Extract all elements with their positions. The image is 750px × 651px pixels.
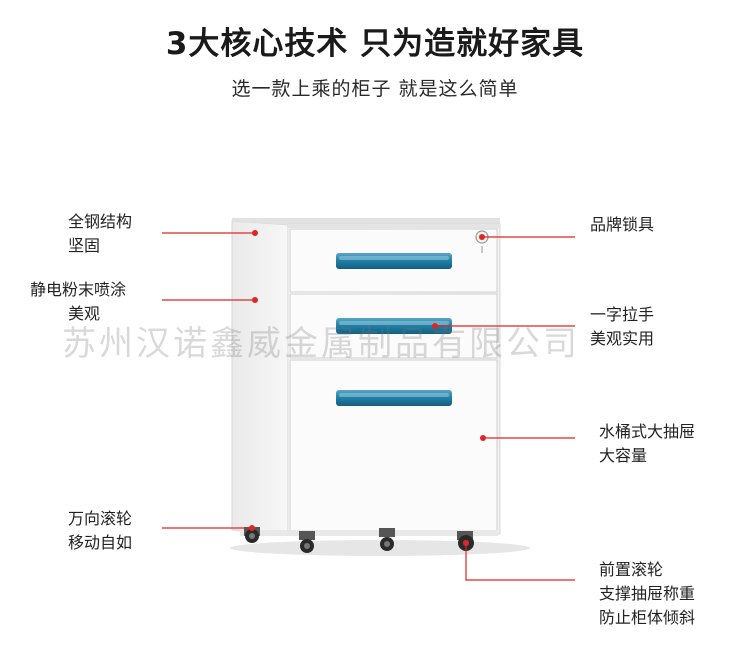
feature-file-drawer-line1: 水桶式大抽屉 [599,422,696,441]
feature-brand-lock: 品牌锁具 [590,213,654,237]
feature-casters-line2: 移动自如 [68,533,133,552]
drawer-top [289,228,498,293]
floor-shadow [230,540,530,556]
feature-handle-line2: 美观实用 [590,329,655,348]
cabinet-base [240,530,498,536]
company-watermark: 苏州汉诺鑫威金属制品有限公司 [62,324,580,364]
feature-powder-coating-line1: 静电粉末喷涂 [30,280,127,299]
caster-rear-left [244,527,260,543]
feature-front-caster-line3: 防止柜体倾斜 [599,608,696,627]
callout-lines [162,230,575,581]
feature-steel-frame: 全钢结构 坚固 [68,210,132,258]
feature-front-caster-line2: 支撑抽屉称重 [599,584,696,603]
handle-top [336,253,452,269]
feature-powder-coating: 静电粉末喷涂 美观 [30,278,126,326]
handle-bottom [336,390,452,406]
feature-casters: 万向滚轮 移动自如 [68,507,132,555]
feature-brand-lock-line1: 品牌锁具 [590,215,655,234]
caster-front-left [299,531,315,553]
drawer-bottom [289,359,498,533]
feature-file-drawer: 水桶式大抽屉 大容量 [599,420,695,468]
feature-casters-line1: 万向滚轮 [68,509,133,528]
caster-rear-right [379,528,395,551]
page-title: 3大核心技术 只为造就好家具 [165,26,585,62]
feature-handle: 一字拉手 美观实用 [590,303,654,351]
feature-front-caster-line1: 前置滚轮 [599,560,664,579]
feature-file-drawer-line2: 大容量 [599,446,648,465]
page-subtitle: 选一款上乘的柜子 就是这么简单 [231,78,519,100]
feature-front-caster: 前置滚轮 支撑抽屉称重 防止柜体倾斜 [599,558,695,630]
feature-handle-line1: 一字拉手 [590,305,655,324]
feature-powder-coating-line2: 美观 [68,304,101,323]
feature-steel-frame-line1: 全钢结构 [68,212,133,231]
feature-steel-frame-line2: 坚固 [68,236,101,255]
